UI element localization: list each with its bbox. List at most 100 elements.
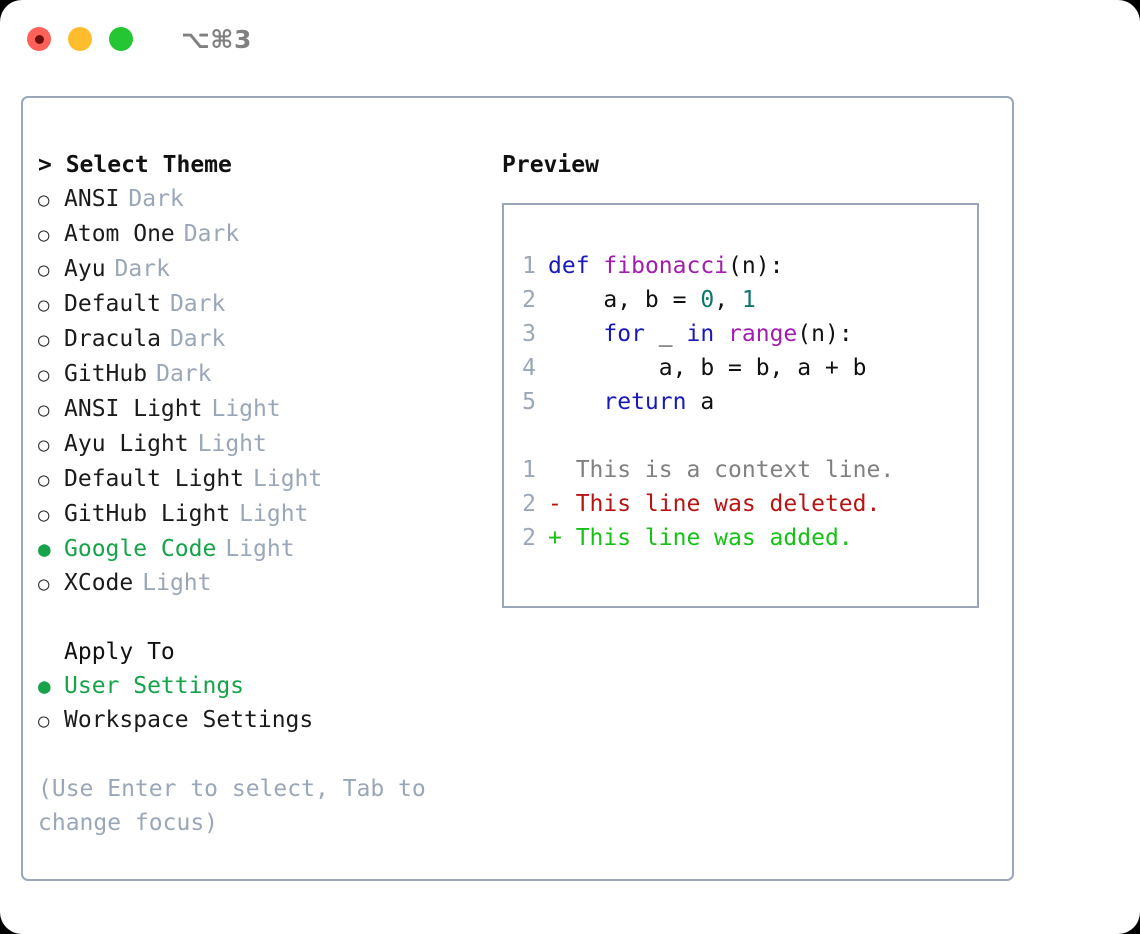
theme-option-label: ANSI (64, 186, 120, 212)
theme-option-variant-tag: Light (225, 536, 295, 562)
radio-unselected-icon: ○ (38, 504, 50, 526)
code-token-txt: a, b = (548, 287, 701, 313)
code-line: 5 return a (514, 385, 977, 419)
minimize-button[interactable] (68, 27, 92, 51)
theme-option-variant-tag: Dark (169, 326, 226, 352)
apply-option-label: User Settings (64, 673, 245, 699)
code-token-kw: def (548, 253, 590, 279)
diff-line-number: 2 (522, 491, 536, 517)
theme-option-label: Dracula (64, 326, 161, 352)
theme-option-label: Default (64, 291, 161, 317)
code-line-number: 3 (522, 321, 536, 347)
theme-option-label: Default Light (64, 466, 245, 492)
radio-unselected-icon: ○ (38, 294, 50, 316)
theme-option-ayu-light[interactable]: ○ Ayu Light Light (38, 427, 498, 462)
code-line-text: return a (548, 385, 714, 419)
code-line: 2 a, b = 0, 1 (514, 283, 977, 317)
diff-line-add: 2+ This line was added. (514, 521, 977, 555)
theme-option-dracula[interactable]: ○ Dracula Dark (38, 322, 498, 357)
code-token-kw: in (686, 321, 715, 347)
diff-line-text: This is a context line. (548, 457, 895, 483)
code-token-txt (590, 253, 604, 279)
code-token-num: 1 (741, 287, 756, 313)
theme-option-label: XCode (64, 570, 134, 596)
theme-option-label: ANSI Light (64, 396, 203, 422)
code-line-number: 2 (522, 287, 536, 313)
code-line-number: 1 (522, 253, 536, 279)
theme-option-variant-tag: Light (197, 431, 267, 457)
diff-line-ctx: 1 This is a context line. (514, 453, 977, 487)
diff-line-number: 1 (522, 457, 536, 483)
code-diff-spacer (514, 419, 977, 453)
code-token-txt (548, 321, 603, 347)
keyboard-hint-text: (Use Enter to select, Tab to change focu… (38, 776, 426, 836)
theme-option-label: GitHub Light (64, 501, 231, 527)
theme-option-variant-tag: Light (142, 570, 212, 596)
code-token-kw: for (603, 321, 645, 347)
code-line: 4 a, b = b, a + b (514, 351, 977, 385)
theme-option-variant-tag: Light (211, 396, 281, 422)
title-bar: ⌥⌘3 (0, 0, 1140, 78)
theme-option-default[interactable]: ○ Default Dark (38, 287, 498, 322)
code-line: 3 for _ in range(n): (514, 317, 977, 351)
apply-to-option-list: ● User Settings ○Workspace Settings (38, 669, 498, 738)
diff-line-text: + This line was added. (548, 525, 853, 551)
diff-line-text: - This line was deleted. (548, 491, 881, 517)
code-token-txt: a, b = b, a + b (548, 355, 867, 381)
window-controls (27, 27, 133, 51)
apply-to-header: Apply To (64, 639, 175, 665)
zoom-button[interactable] (109, 27, 133, 51)
theme-option-github-light[interactable]: ○ GitHub Light Light (38, 497, 498, 532)
theme-option-label: GitHub (64, 361, 148, 387)
preview-title: Preview (502, 152, 599, 178)
code-line-number: 5 (522, 389, 536, 415)
theme-option-ansi-light[interactable]: ○ ANSI Light Light (38, 392, 498, 427)
code-token-txt: (n): (797, 321, 853, 347)
apply-option-workspace-settings[interactable]: ○Workspace Settings (38, 703, 498, 738)
theme-option-variant-tag: Dark (169, 291, 226, 317)
close-button[interactable] (27, 27, 51, 51)
code-token-kw: return (603, 389, 687, 415)
diff-sample: 1 This is a context line. 2 - This line wa… (514, 453, 977, 555)
code-token-fn: range (728, 321, 798, 347)
radio-unselected-icon: ○ (38, 710, 50, 732)
code-line-text: a, b = 0, 1 (548, 283, 756, 317)
radio-unselected-icon: ○ (38, 399, 50, 421)
radio-unselected-icon: ○ (38, 189, 50, 211)
code-line-text: for _ in range(n): (548, 317, 853, 351)
code-token-txt: a (686, 389, 715, 415)
radio-selected-icon: ● (38, 537, 51, 561)
theme-option-variant-tag: Dark (128, 186, 184, 212)
radio-selected-icon: ● (38, 674, 51, 698)
theme-option-ansi[interactable]: ○ ANSI Dark (38, 182, 498, 217)
theme-option-label: Ayu (64, 256, 106, 282)
code-token-fn: fibonacci (603, 253, 729, 279)
theme-option-variant-tag: Light (239, 501, 309, 527)
theme-option-label: Atom One (64, 221, 175, 247)
apply-option-user-settings[interactable]: ● User Settings (38, 669, 498, 703)
radio-unselected-icon: ○ (38, 364, 50, 386)
code-line-text: a, b = b, a + b (548, 351, 867, 385)
radio-unselected-icon: ○ (38, 224, 50, 246)
code-token-num: 0 (700, 287, 715, 313)
code-token-txt: (n): (728, 253, 784, 279)
radio-unselected-icon: ○ (38, 469, 50, 491)
theme-option-variant-tag: Dark (114, 256, 170, 282)
theme-option-label: Ayu Light (64, 431, 189, 457)
radio-unselected-icon: ○ (38, 434, 50, 456)
radio-unselected-icon: ○ (38, 329, 50, 351)
keyboard-shortcut-label: ⌥⌘3 (181, 24, 252, 54)
select-theme-header: > Select Theme (38, 152, 232, 178)
code-line-number: 4 (522, 355, 536, 381)
